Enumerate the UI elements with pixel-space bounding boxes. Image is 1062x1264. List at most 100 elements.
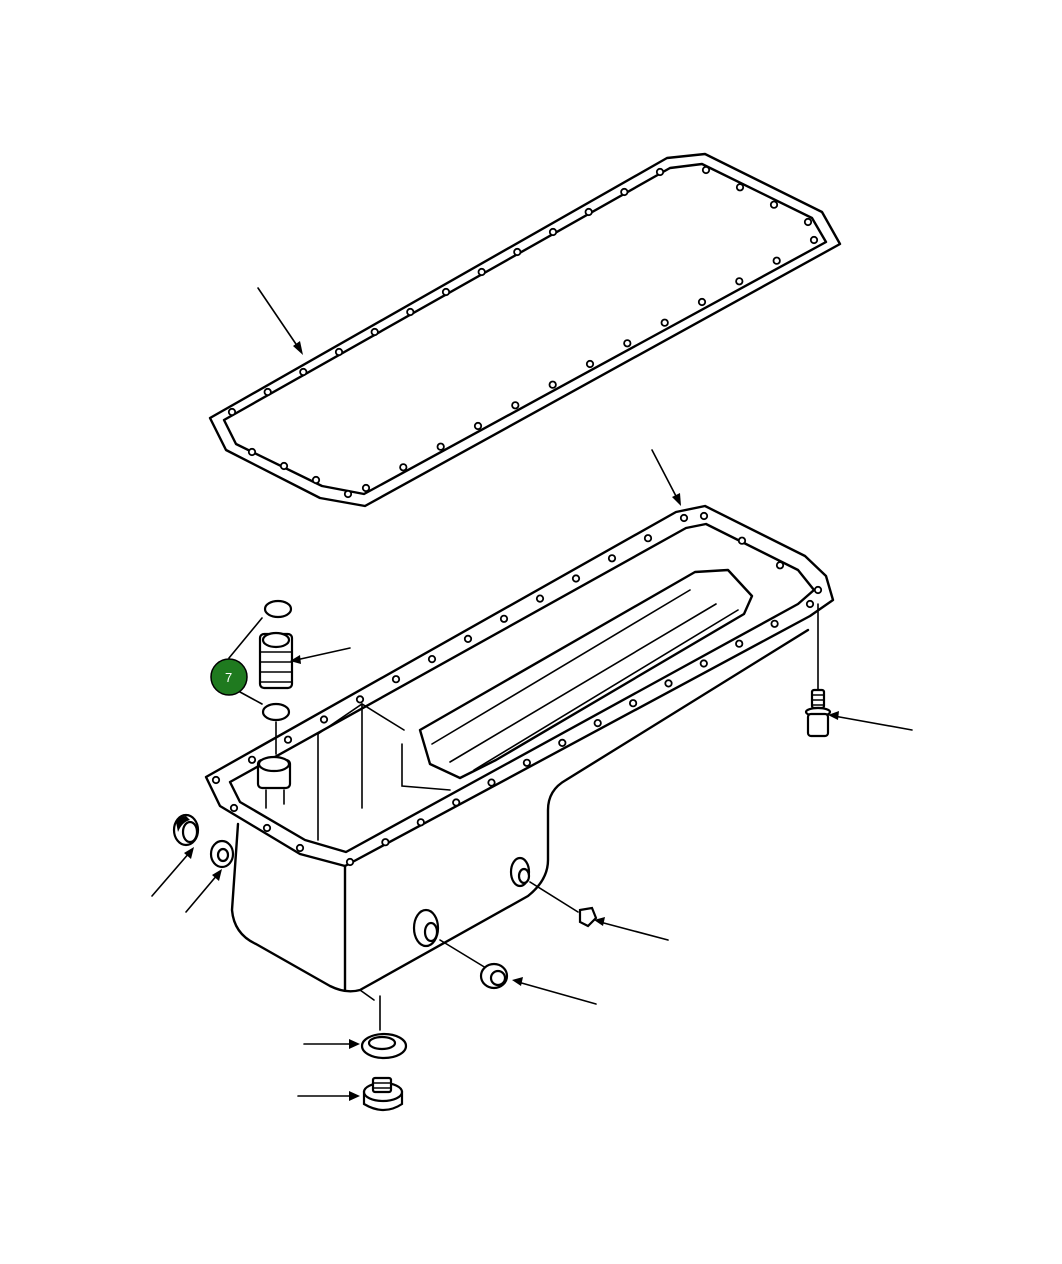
drain-plug-washer [360,1032,408,1060]
pan-flange-bolt-hole [775,561,785,570]
gasket-bolt-hole [809,235,819,245]
gasket-bolt-hole [441,287,451,297]
tube-adapter [258,631,294,690]
side-port-boss-upper [509,856,531,888]
gasket-bolt-hole [511,401,520,410]
pan-flange-bolt-hole [416,818,425,827]
pan-flange-bolt-hole [770,619,779,628]
pan-flange-bolt-hole [487,778,496,787]
pan-flange-bolt-hole [355,695,365,704]
pan-flange-bolt-hole [664,679,673,688]
port-fitting-upper [578,906,598,928]
pan-flange-bolt-hole [699,511,709,521]
arrowhead-drain-plug [349,1091,360,1101]
leader-arrow-flange-bolt [833,715,913,731]
gasket-bolt-hole [334,347,344,357]
drain-plug [362,1076,404,1112]
gasket-bolt-hole [803,217,813,227]
arrowhead-adapter [290,655,301,664]
centerline-port-upper [529,881,579,913]
pan-flange-bolt-hole [593,718,602,728]
pan-flange-bolt-hole [607,554,617,563]
pan-flange-bolt-hole [283,735,293,744]
pan-flange-bolt-hole [229,803,239,813]
pan-flange-bolt-hole [679,513,689,523]
gasket-bolt-hole [735,277,744,286]
pan-flange-bolt-hole [571,574,581,583]
flange-bolt [804,688,832,738]
gasket-bolt-hole [370,327,379,337]
pan-flange-bolt-hole [427,654,437,664]
gasket-bolt-hole [473,421,483,431]
gasket-bolt-hole [343,489,353,499]
callout-label: 7 [225,670,232,685]
gasket-bolt-hole [477,267,486,277]
gasket-bolt-hole [620,187,629,197]
gasket-bolt-hole [247,447,257,457]
gasket-bolt-hole [548,380,557,389]
arrowhead-side-plug [184,847,194,859]
gasket-bolt-hole [660,318,669,327]
pan-flange-bolt-hole [247,755,257,764]
callout-bubble-7[interactable]: 7 [210,658,248,696]
leader-arrow-adapter [295,647,351,661]
callout-leader-upper-o-ring [228,617,263,659]
pan-flange-bolt-hole [499,614,509,623]
pan-flange-bolt-hole [345,857,355,867]
oil-pan [204,504,835,1001]
gasket-bolt-hole [279,461,289,471]
pan-flange-bolt-hole [295,843,305,853]
side-port-boss-lower [412,908,440,948]
gasket-bolt-hole [548,227,558,237]
leader-arrow-port-plug [517,981,597,1005]
pan-flange-bolt-hole [211,775,221,785]
gasket-bolt-hole [263,387,272,397]
gasket-bolt-hole [772,256,781,265]
leader-arrow-oil-pan [651,449,679,501]
leader-arrow-side-plug [151,851,191,897]
pan-flange-bolt-hole [643,534,653,543]
gasket-bolt-hole [735,183,745,192]
gasket-bolt-hole [406,307,415,317]
pan-flange-bolt-hole [319,715,329,724]
arrowhead-port-plug [512,977,523,986]
gasket-bolt-hole [436,442,445,451]
port-plug-lower [479,962,509,990]
pan-flange-bolt-hole [558,738,567,748]
pan-flange-bolt-hole [381,838,390,847]
pan-flange-bolt-hole [737,536,747,545]
o-ring-upper [263,599,293,619]
pan-flange-bolt-hole [391,675,401,684]
leader-arrow-port-fitting [599,921,669,941]
o-ring-lower [261,702,291,722]
gasket-bolt-hole [585,359,595,369]
gasket-bolt-hole [701,165,711,175]
pan-flange-bolt-hole [628,699,638,708]
pan-flange-bolt-hole [699,659,708,668]
pan-flange-bolt-hole [463,634,473,644]
gasket-bolt-hole [227,407,237,417]
gasket-bolt-hole [697,297,707,307]
arrowhead-port-fitting [594,917,605,926]
pan-flange-bolt-hole [522,758,532,767]
callout-circle [210,658,248,696]
arrowhead-flange-bolt [828,711,839,720]
pan-flange-bolt-hole [735,639,744,648]
centerline-port-lower [439,939,487,969]
oil-pan-gasket [208,152,842,508]
dipstick-boss [256,755,292,809]
side-seal-washer [209,839,235,869]
pan-flange-bolt-hole [262,823,272,833]
gasket-bolt-hole [311,475,321,485]
arrowhead-oil-pan [672,493,681,506]
pan-flange-bolt-hole [805,599,815,609]
arrowhead-gasket [293,341,303,355]
pan-flange-bolt-hole [535,594,545,603]
side-plug [172,813,200,847]
gasket-bolt-hole [655,167,665,177]
arrowhead-drain-washer [349,1039,360,1049]
gasket-bolt-hole [769,200,779,209]
gasket-bolt-hole [299,367,308,377]
gasket-bolt-hole [623,339,632,348]
